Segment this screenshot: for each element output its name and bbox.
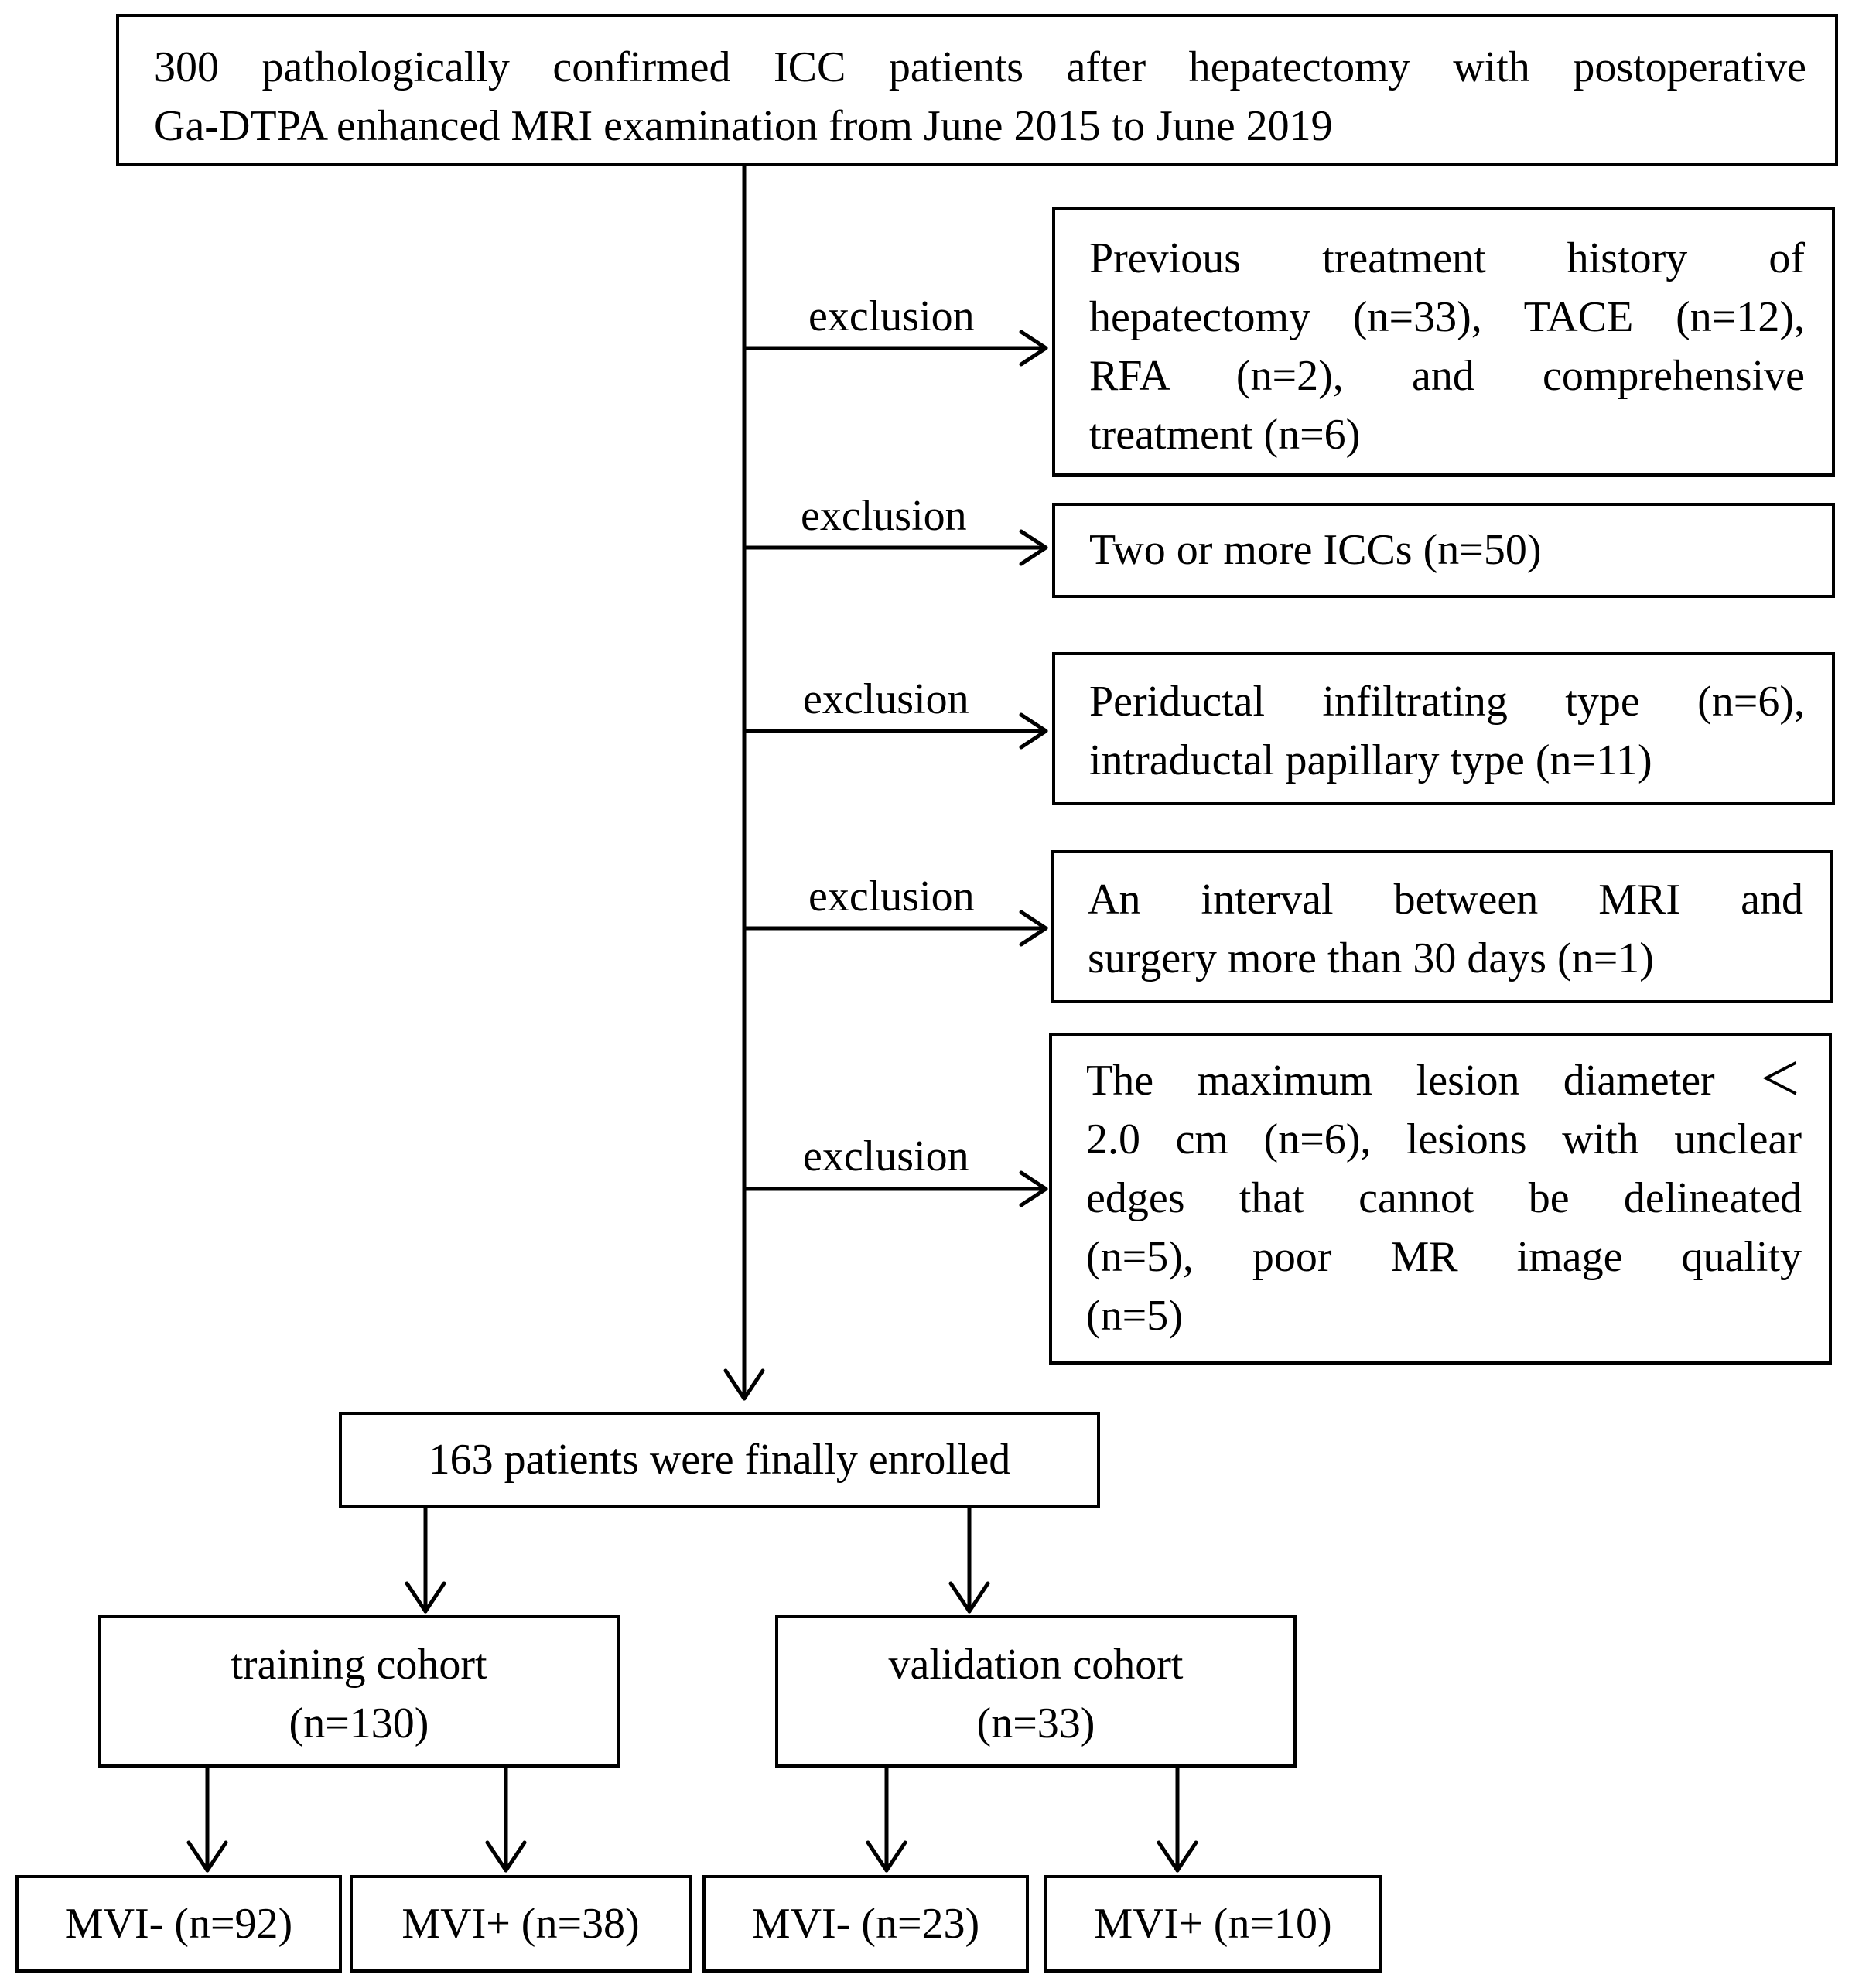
outcome-box-training-mvi-positive: MVI+ (n=38) — [350, 1875, 692, 1973]
to-outcome-1-arrowhead — [186, 1840, 228, 1873]
exclusion-box-1: Previous treatment history of hepatectom… — [1052, 207, 1835, 477]
outcome-text-2: MVI+ (n=38) — [401, 1900, 640, 1948]
exclusion-box-3-line-2: intraductal papillary type (n=11) — [1089, 736, 1652, 784]
outcome-text-4: MVI+ (n=10) — [1094, 1900, 1332, 1948]
outcome-box-validation-mvi-negative: MVI- (n=23) — [702, 1875, 1029, 1973]
top-box-line-2: Ga-DTPA enhanced MRI examination from Ju… — [154, 102, 1333, 150]
validation-cohort-line-1: validation cohort — [888, 1641, 1184, 1689]
exclusion-box-2: Two or more ICCs (n=50) — [1052, 503, 1835, 598]
exclusion-box-4: An interval between MRI and surgery more… — [1051, 850, 1833, 1003]
exclusion-box-2-line-1: Two or more ICCs (n=50) — [1089, 526, 1542, 574]
exclusion-label-5: exclusion — [803, 1132, 969, 1180]
exclusion-box-5-line-2: 2.0 cm (n=6), lesions with unclear — [1086, 1115, 1802, 1163]
exclusion-box-1-line-3: RFA (n=2), and comprehensive — [1089, 352, 1805, 400]
training-cohort-line-1: training cohort — [231, 1641, 487, 1689]
exclusion-box-3: Periductal infiltrating type (n=6), intr… — [1052, 652, 1835, 805]
exclusion-box-3-line-1: Periductal infiltrating type (n=6), — [1089, 678, 1805, 726]
exclusion-label-3: exclusion — [803, 675, 969, 723]
enrolled-box: 163 patients were finally enrolled — [339, 1412, 1100, 1508]
exclusion-arrowhead-4 — [1019, 910, 1048, 947]
outcome-text-1: MVI- (n=92) — [64, 1900, 293, 1948]
outcome-text-3: MVI- (n=23) — [751, 1900, 980, 1948]
exclusion-box-5-line-5: (n=5) — [1086, 1292, 1183, 1340]
exclusion-box-1-line-1: Previous treatment history of — [1089, 234, 1805, 282]
exclusion-box-5-line-4: (n=5), poor MR image quality — [1086, 1233, 1802, 1281]
exclusion-box-1-line-2: hepatectomy (n=33), TACE (n=12), — [1089, 293, 1805, 341]
top-box-line-1: 300 pathologically confirmed ICC patient… — [154, 43, 1806, 91]
exclusion-arrowhead-2 — [1019, 529, 1048, 566]
top-box: 300 pathologically confirmed ICC patient… — [116, 14, 1838, 166]
outcome-box-validation-mvi-positive: MVI+ (n=10) — [1044, 1875, 1382, 1973]
outcome-box-training-mvi-negative: MVI- (n=92) — [15, 1875, 342, 1973]
to-training-arrowhead — [405, 1581, 446, 1614]
exclusion-box-5: The maximum lesion diameter ＜ 2.0 cm (n=… — [1049, 1033, 1832, 1365]
to-outcome-3-arrowhead — [866, 1840, 907, 1873]
to-outcome-2-arrowhead — [485, 1840, 527, 1873]
exclusion-box-1-line-4: treatment (n=6) — [1089, 411, 1361, 459]
exclusion-box-5-line-3: edges that cannot be delineated — [1086, 1174, 1802, 1222]
validation-cohort-box: validation cohort (n=33) — [775, 1615, 1297, 1768]
exclusion-arrowhead-5 — [1019, 1170, 1048, 1207]
exclusion-box-4-line-1: An interval between MRI and — [1088, 876, 1803, 924]
validation-cohort-line-2: (n=33) — [976, 1699, 1095, 1747]
exclusion-box-5-line-1: The maximum lesion diameter ＜ — [1086, 1057, 1802, 1105]
training-cohort-line-2: (n=130) — [289, 1699, 429, 1747]
exclusion-arrowhead-3 — [1019, 712, 1048, 750]
exclusion-label-2: exclusion — [801, 492, 967, 540]
training-cohort-box: training cohort (n=130) — [98, 1615, 620, 1768]
enrolled-text: 163 patients were finally enrolled — [428, 1436, 1011, 1484]
exclusion-arrowhead-1 — [1019, 330, 1048, 367]
exclusion-label-1: exclusion — [808, 292, 975, 340]
main-arrowhead — [723, 1368, 765, 1401]
exclusion-box-4-line-2: surgery more than 30 days (n=1) — [1088, 934, 1654, 982]
to-validation-arrowhead — [948, 1581, 990, 1614]
to-outcome-4-arrowhead — [1157, 1840, 1198, 1873]
exclusion-label-4: exclusion — [808, 873, 975, 921]
